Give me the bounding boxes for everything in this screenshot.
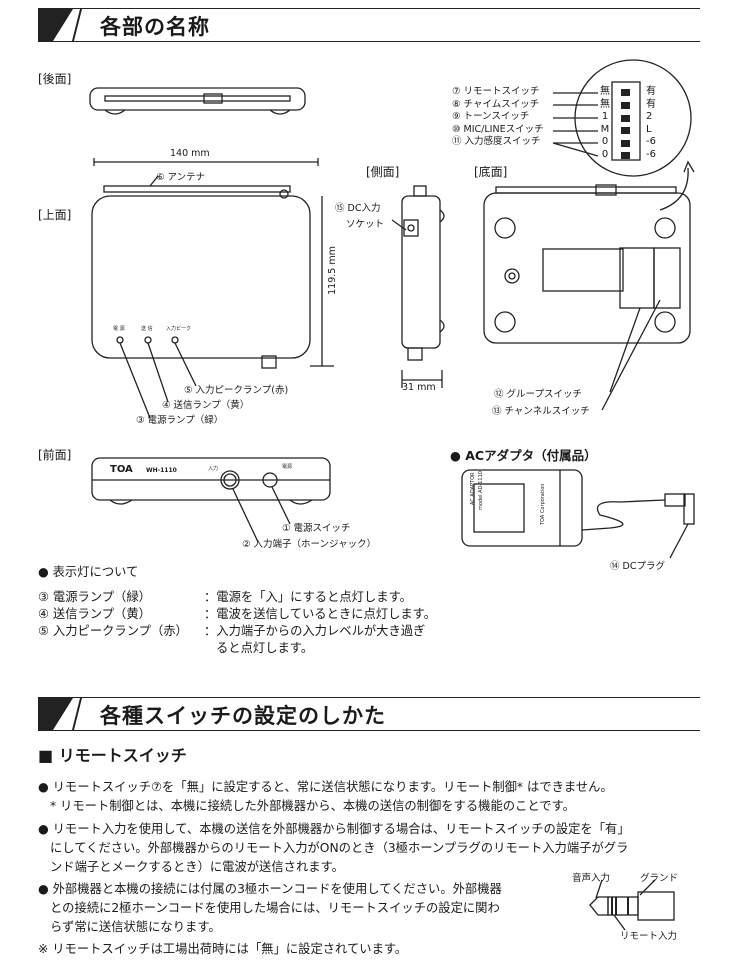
switch-label: ⑨ トーンスイッチ (452, 111, 530, 123)
top-antenna (103, 185, 291, 193)
remote-p2: ● リモート入力を使用して、本機の送信を外部機器から制御する場合は、リモートスイ… (38, 822, 630, 836)
switch-value: 0 (601, 136, 609, 148)
back-view-body (89, 87, 306, 111)
remote-p2-line3: ンド端子とメークするとき）に電波が送信されます。 (50, 860, 344, 874)
header-slash (72, 698, 82, 730)
switch-value: 有 (646, 86, 656, 97)
remote-note: ※ リモートスイッチは工場出荷時には「無」に設定されています。 (38, 942, 408, 956)
indicator-name: ③ 電源ランプ（緑） (38, 590, 151, 604)
dim-width: 140 mm (170, 148, 210, 159)
view-label-bottom: [底面] (474, 165, 508, 179)
switch-value: 無 (600, 86, 610, 97)
callout-antenna: ⑥ アンテナ (156, 172, 206, 183)
indicators-heading: ● 表示灯について (38, 565, 139, 579)
indicator-desc: ：電源を「入」にすると点灯します。 (204, 590, 412, 604)
switch-value: -6 (646, 148, 656, 160)
callout-input-jack: ② 入力端子（ホーンジャック） (242, 539, 377, 550)
switch-label: ⑩ MIC/LINEスイッチ (452, 123, 544, 135)
view-label-side: [側面] (366, 165, 400, 179)
adapter-title: ● ACアダプタ（付属品） (450, 448, 597, 463)
indicator-desc-cont: ると点灯します。 (216, 641, 314, 655)
back-antenna (104, 95, 291, 102)
marking-lamp-tx: 送 信 (141, 326, 153, 332)
callout-group-switch: ⑫ グループスイッチ (494, 389, 582, 400)
header-slash (72, 9, 82, 41)
switch-value: L (646, 123, 652, 135)
top-view-body (91, 195, 311, 359)
remote-p3-line2: との接続に2極ホーンコードを使用した場合には、リモートスイッチの設定に関わ (50, 901, 500, 915)
switch-value: 1 (601, 111, 609, 123)
callout-power-switch: ① 電源スイッチ (282, 523, 351, 534)
switch-label: ⑦ リモートスイッチ (452, 86, 540, 97)
plug-label-remote: リモート入力 (620, 931, 678, 942)
front-view-body (91, 457, 331, 501)
switch-value: 無 (600, 98, 610, 110)
switch-right-values: 有 有 2 L -6 -6 (646, 86, 656, 162)
model-marking: WH-1110 (146, 467, 177, 474)
marking-lamp-peak: 入力ピーク (166, 326, 192, 332)
remote-p2-line2: にしてください。外部機器からのリモート入力がONのとき（3極ホーンプラグのリモー… (50, 841, 629, 855)
remote-p1: ● リモートスイッチ⑦を「無」に設定すると、常に送信状態になります。リモート制御… (38, 780, 613, 794)
switch-value: 有 (646, 98, 656, 110)
side-view-body (401, 195, 441, 349)
switch-value: M (600, 123, 610, 135)
view-label-back: [後面] (38, 72, 72, 86)
view-label-top: [上面] (38, 208, 72, 222)
ac-adapter-body (461, 469, 583, 547)
dim-depth: 119.5 mm (326, 246, 338, 295)
switch-value: -6 (646, 136, 656, 148)
plug-label-ground: グランド (640, 873, 679, 884)
adapter-label-2: model AD-1110 (478, 471, 484, 510)
callout-peak-lamp: ⑤ 入力ピークランプ(赤) (184, 385, 289, 396)
indicator-desc: ：電波を送信しているときに点灯します。 (204, 607, 437, 621)
callout-dc-plug: ⑭ DCプラグ (610, 561, 665, 572)
plug-label-audio: 音声入力 (572, 873, 611, 884)
indicator-name: ⑤ 入力ピークランプ（赤） (38, 624, 188, 638)
brand-logo: TOA (110, 464, 133, 475)
switch-value: 2 (646, 111, 653, 123)
callout-tx-lamp: ④ 送信ランプ（黄） (162, 400, 250, 411)
section-title: 各種スイッチの設定のしかた (100, 704, 386, 728)
switch-label: ⑪ 入力感度スイッチ (452, 136, 541, 148)
dim-height: 31 mm (402, 382, 436, 393)
indicator-desc: ：入力端子からの入力レベルが大き過ぎ (204, 624, 426, 638)
switch-list: ⑦ リモートスイッチ ⑧ チャイムスイッチ ⑨ トーンスイッチ ⑩ MIC/LI… (452, 86, 544, 149)
marking-lamp-power: 電 源 (113, 326, 125, 332)
switch-value: 0 (601, 148, 609, 160)
section-header-part-names: 各部の名称 (38, 8, 700, 42)
subsection-title: ■ リモートスイッチ (38, 746, 187, 765)
remote-p3-line3: らず常に送信状態になります。 (50, 920, 221, 934)
adapter-label-1: AC ADAPTOR (470, 472, 476, 506)
marking-power: 電源 (282, 464, 293, 470)
callout-dc-socket-2: ソケット (346, 219, 385, 230)
remote-p3: ● 外部機器と本機の接続には付属の3極ホーンコードを使用してください。外部機器 (38, 882, 502, 896)
callout-channel-switch: ⑬ チャンネルスイッチ (492, 406, 590, 417)
indicator-name: ④ 送信ランプ（黄） (38, 607, 151, 621)
switch-left-values: 無 無 1 M 0 0 (600, 86, 610, 162)
callout-power-lamp: ③ 電源ランプ（緑） (136, 415, 224, 426)
switch-label: ⑧ チャイムスイッチ (452, 98, 540, 110)
callout-dc-socket: ⑮ DC入力 (335, 203, 381, 214)
remote-p1-note: * リモート制御とは、本機に接続した外部機器から、本機の送信の制御をする機能のこ… (50, 799, 575, 813)
marking-input: 入力 (208, 466, 219, 472)
view-label-front: [前面] (38, 448, 72, 462)
section-header-switch-settings: 各種スイッチの設定のしかた (38, 697, 700, 731)
section-title: 各部の名称 (100, 15, 210, 39)
adapter-label-3: TOA Corporation (540, 483, 546, 525)
